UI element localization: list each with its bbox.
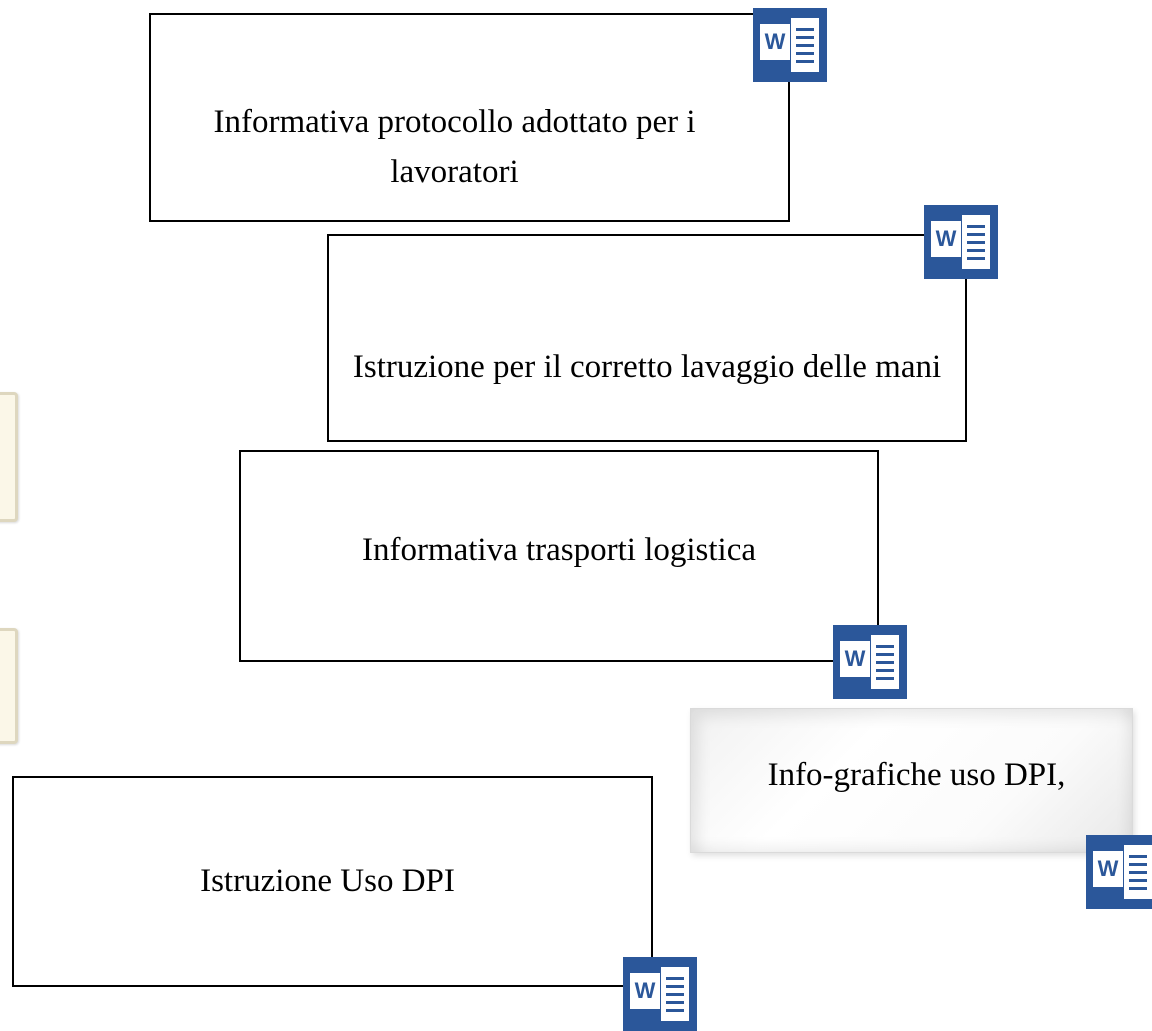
box-informativa-trasporti-label: Informativa trasporti logistica <box>361 532 757 569</box>
box-informativa-protocollo[interactable]: Informativa protocollo adottato per i la… <box>149 13 790 222</box>
side-frame-1 <box>0 392 18 522</box>
document-lines <box>791 18 819 72</box>
word-letter: W <box>931 221 961 257</box>
box-info-grafiche-label: Info-grafiche uso DPI, <box>767 756 1066 793</box>
document-lines <box>661 967 689 1021</box>
document-lines <box>1124 845 1152 899</box>
word-letter: W <box>1093 851 1123 887</box>
word-document-icon[interactable]: W <box>753 8 827 82</box>
box-informativa-trasporti[interactable]: Informativa trasporti logistica <box>239 450 879 662</box>
word-document-icon[interactable]: W <box>833 625 907 699</box>
box-istruzione-uso-dpi[interactable]: Istruzione Uso DPI <box>12 776 653 987</box>
word-document-icon[interactable]: W <box>623 957 697 1031</box>
document-lines <box>962 215 990 269</box>
word-letter: W <box>630 973 660 1009</box>
box-info-grafiche[interactable]: Info-grafiche uso DPI, <box>690 708 1133 853</box>
box-istruzione-lavaggio-label: Istruzione per il corretto lavaggio dell… <box>352 349 942 386</box>
box-istruzione-uso-dpi-label: Istruzione Uso DPI <box>200 862 455 899</box>
side-frame-2 <box>0 628 18 744</box>
word-document-icon[interactable]: W <box>1086 835 1152 909</box>
word-letter: W <box>760 24 790 60</box>
word-letter: W <box>840 641 870 677</box>
document-lines <box>871 635 899 689</box>
box-informativa-protocollo-label: Informativa protocollo adottato per i la… <box>213 104 696 190</box>
word-document-icon[interactable]: W <box>924 205 998 279</box>
box-istruzione-lavaggio[interactable]: Istruzione per il corretto lavaggio dell… <box>327 234 967 442</box>
